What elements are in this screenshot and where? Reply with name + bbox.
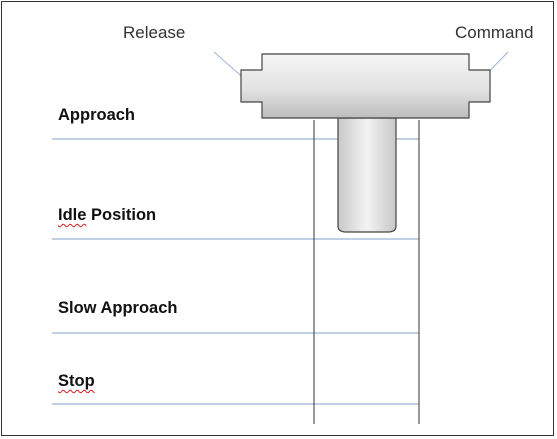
- cylinder-rod: [337, 117, 397, 233]
- release-label: Release: [123, 23, 186, 42]
- approach-label: Approach: [58, 106, 136, 124]
- slow-approach-label: Slow Approach: [58, 299, 178, 317]
- cylinder-body: [240, 53, 491, 119]
- stop-label: Stop: [58, 372, 95, 390]
- idle-word: Idle: [58, 206, 87, 224]
- idle-position-label: Idle Position: [58, 206, 156, 225]
- position-word: Position: [86, 206, 157, 224]
- command-label: Command: [455, 23, 534, 42]
